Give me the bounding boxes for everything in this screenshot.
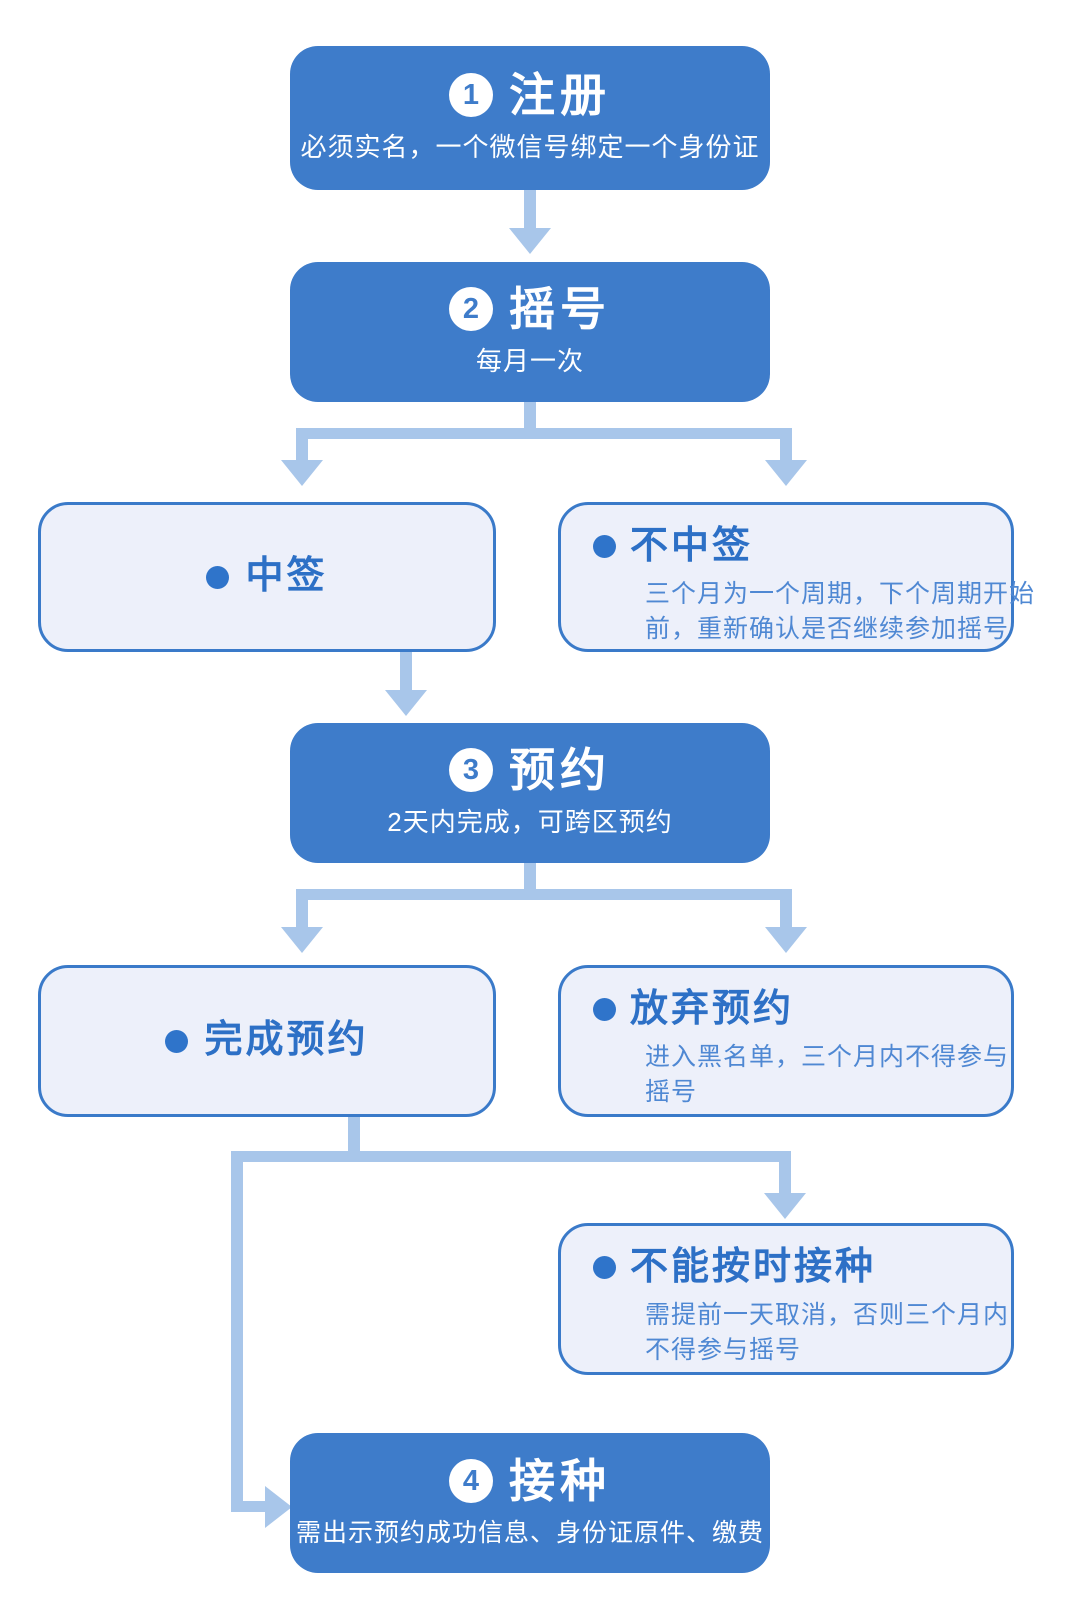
outcome-lose-desc-line2: 前，重新确认是否继续参加摇号 — [645, 614, 1010, 643]
outcome-miss-title: 不能按时接种 — [630, 1246, 877, 1288]
outcome-miss-title-row: 不能按时接种 — [593, 1246, 995, 1290]
connector-lottery-branch-bar — [296, 428, 792, 439]
connector-lottery-branch-left-drop — [296, 428, 308, 462]
arrowhead-right-to-vaccinate — [265, 1486, 292, 1528]
outcome-miss-box: 不能按时接种 需提前一天取消，否则三个月内 不得参与摇号 — [558, 1223, 1014, 1375]
step-register-box: 1 注册 必须实名，一个微信号绑定一个身份证 — [290, 46, 770, 190]
connector-complete-branch-stem — [348, 1117, 360, 1157]
step-number-4-icon: 4 — [449, 1459, 493, 1503]
connector-win-to-appointment-stem — [400, 652, 412, 692]
outcome-win-box: 中签 — [38, 502, 496, 652]
arrowhead-down-to-win — [281, 460, 323, 486]
outcome-abandon-desc-line2: 摇号 — [645, 1077, 698, 1106]
step-lottery-subtitle: 每月一次 — [475, 346, 584, 377]
connector-lottery-branch-stem — [524, 400, 536, 432]
step-appointment-box: 3 预约 2天内完成，可跨区预约 — [290, 723, 770, 863]
arrowhead-down-to-miss — [764, 1193, 806, 1219]
arrowhead-down-to-lose — [765, 460, 807, 486]
outcome-abandon-title: 放弃预约 — [630, 988, 795, 1030]
step-lottery-title: 摇号 — [509, 283, 611, 336]
connector-lottery-branch-right-drop — [780, 428, 792, 462]
bullet-icon — [593, 998, 616, 1022]
outcome-win-title: 中签 — [245, 555, 328, 598]
connector-complete-branch-right-drop — [779, 1151, 791, 1195]
step-lottery-box: 2 摇号 每月一次 — [290, 262, 770, 402]
arrowhead-down-to-abandon — [765, 927, 807, 953]
outcome-abandon-description: 进入黑名单，三个月内不得参与 摇号 — [645, 1040, 1010, 1110]
outcome-lose-title-row: 不中签 — [593, 525, 995, 569]
outcome-miss-desc-line2: 不得参与摇号 — [645, 1335, 802, 1364]
step-appointment-title: 预约 — [509, 744, 611, 797]
bullet-icon — [165, 1029, 189, 1053]
outcome-complete-box: 完成预约 — [38, 965, 496, 1117]
step-register-subtitle: 必须实名，一个微信号绑定一个身份证 — [300, 132, 760, 163]
step-number-3-icon: 3 — [449, 748, 493, 793]
step-vaccinate-box: 4 接种 需出示预约成功信息、身份证原件、缴费 — [290, 1433, 770, 1573]
connector-appointment-branch-bar — [296, 889, 792, 900]
step-number-2-icon: 2 — [449, 287, 493, 332]
step-appointment-title-row: 3 预约 — [449, 747, 611, 793]
outcome-lose-desc-line1: 三个月为一个周期，下个周期开始 — [645, 579, 1036, 608]
step-vaccinate-title: 接种 — [509, 1455, 611, 1507]
outcome-lose-description: 三个月为一个周期，下个周期开始 前，重新确认是否继续参加摇号 — [645, 577, 1036, 647]
outcome-lose-title: 不中签 — [630, 525, 754, 567]
step-vaccinate-subtitle: 需出示预约成功信息、身份证原件、缴费 — [295, 1519, 764, 1547]
connector-appointment-branch-left-drop — [296, 889, 308, 929]
step-register-title: 注册 — [509, 69, 611, 122]
connector-register-to-lottery-stem — [524, 190, 536, 230]
bullet-icon — [206, 565, 230, 589]
step-lottery-title-row: 2 摇号 — [449, 286, 611, 332]
connector-complete-to-vaccinate-horizontal — [231, 1501, 267, 1512]
outcome-abandon-desc-line1: 进入黑名单，三个月内不得参与 — [645, 1042, 1010, 1071]
outcome-abandon-title-row: 放弃预约 — [593, 988, 995, 1032]
outcome-miss-desc-line1: 需提前一天取消，否则三个月内 — [645, 1300, 1010, 1329]
step-number-1-icon: 1 — [449, 73, 493, 118]
bullet-icon — [593, 1256, 616, 1280]
connector-appointment-branch-right-drop — [780, 889, 792, 929]
connector-complete-to-vaccinate-vertical — [231, 1151, 243, 1512]
arrowhead-down-to-complete — [281, 927, 323, 953]
outcome-complete-title: 完成预约 — [204, 1019, 369, 1062]
connector-appointment-branch-stem — [524, 863, 536, 893]
step-vaccinate-title-row: 4 接种 — [449, 1458, 611, 1504]
bullet-icon — [593, 535, 616, 559]
arrowhead-down-to-lottery — [509, 228, 551, 254]
connector-complete-branch-bar — [231, 1151, 791, 1162]
arrowhead-down-to-appointment — [385, 690, 427, 716]
outcome-lose-box: 不中签 三个月为一个周期，下个周期开始 前，重新确认是否继续参加摇号 — [558, 502, 1036, 652]
outcome-miss-description: 需提前一天取消，否则三个月内 不得参与摇号 — [645, 1298, 1010, 1368]
step-appointment-subtitle: 2天内完成，可跨区预约 — [387, 807, 673, 838]
step-register-title-row: 1 注册 — [449, 72, 611, 118]
outcome-abandon-box: 放弃预约 进入黑名单，三个月内不得参与 摇号 — [558, 965, 1014, 1117]
